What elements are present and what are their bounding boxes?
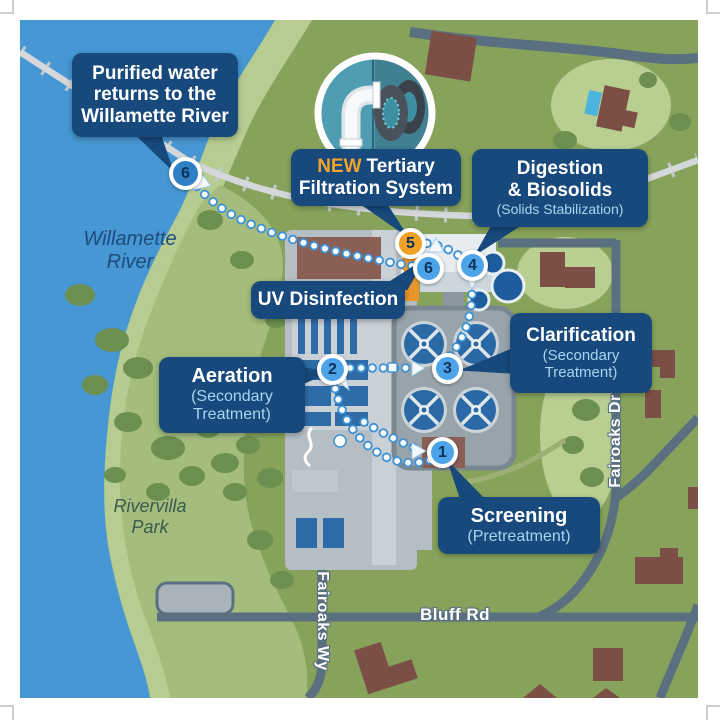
step-marker-2: 2 <box>317 354 348 385</box>
willamette-river <box>20 20 275 698</box>
uv-disinfection-callout: UV Disinfection <box>251 281 405 319</box>
bluff-rd-label: Bluff Rd <box>419 605 491 624</box>
cropmark <box>706 706 708 720</box>
step-marker-6-plant: 6 <box>413 253 444 284</box>
fairoaks-dr-road <box>536 240 621 622</box>
clarification-callout: Clarification (Secondary Treatment) <box>510 313 652 393</box>
step-marker-1: 1 <box>427 437 458 468</box>
clarifier-tanks <box>401 321 499 433</box>
cropmark <box>0 12 14 14</box>
step-marker-4: 4 <box>457 250 488 281</box>
fairoaks-wy-label: Fairoaks Wy <box>314 571 331 671</box>
cropmark <box>12 706 14 720</box>
park-trail <box>466 437 567 485</box>
step-marker-5: 5 <box>395 228 426 259</box>
cropmark <box>706 12 720 14</box>
flow-path <box>184 172 481 468</box>
new-badge: NEW <box>317 155 362 177</box>
cropmark <box>0 705 14 707</box>
parking-lot <box>155 581 235 616</box>
filtration-inset-icon <box>314 52 436 174</box>
outfall-pipeline <box>20 45 698 224</box>
fairoaks-wy-road <box>304 570 327 698</box>
cropmark <box>12 0 14 14</box>
fairoaks-dr-label: Fairoaks Dr <box>607 394 624 488</box>
step-marker-6-river: 6 <box>169 157 202 190</box>
houses <box>354 30 698 698</box>
cropmark <box>706 0 708 14</box>
digestion-callout: Digestion & Biosolids (Solids Stabilizat… <box>472 149 648 227</box>
purified-water-callout: Purified water returns to the Willamette… <box>72 53 238 137</box>
plant-pipe <box>303 426 314 468</box>
step-marker-3: 3 <box>432 353 463 384</box>
swimming-pool <box>584 90 603 117</box>
aeration-callout: Aeration (Secondary Treatment) <box>159 357 305 433</box>
cropmark <box>706 705 720 707</box>
screening-callout: Screening (Pretreatment) <box>438 497 600 554</box>
